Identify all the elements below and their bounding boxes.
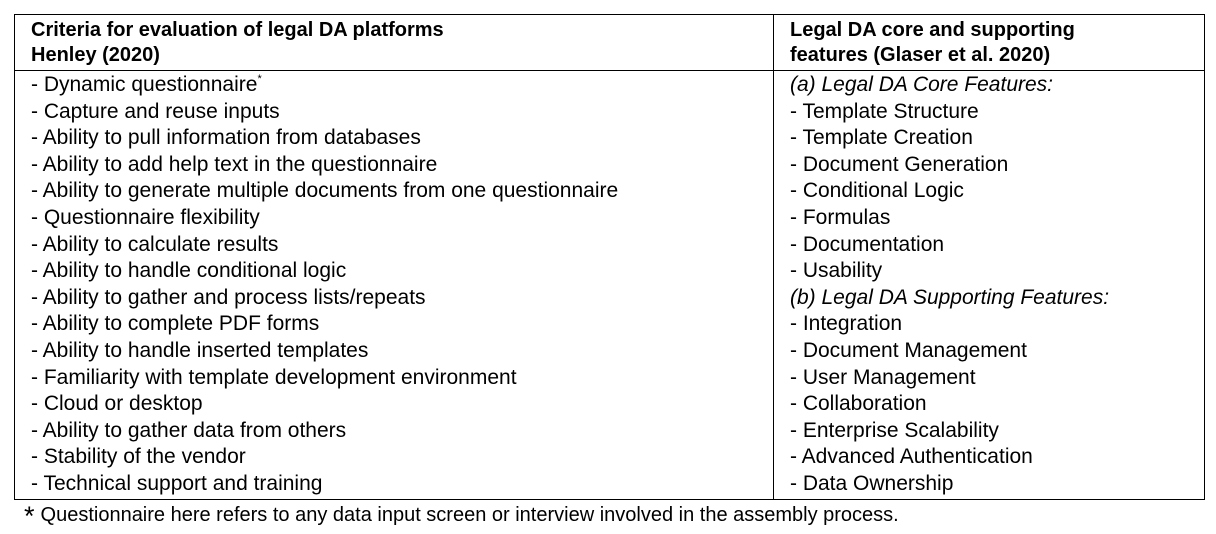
header-henley-criteria: Criteria for evaluation of legal DA plat… — [14, 14, 774, 71]
list-item: - Technical support and training — [31, 471, 323, 495]
header-line: Legal DA core and supporting — [790, 19, 1075, 41]
header-line: Criteria for evaluation of legal DA plat… — [31, 19, 444, 41]
header-line: Henley (2020) — [31, 44, 160, 66]
list-item: - Stability of the vendor — [31, 445, 246, 469]
footnote-reference: * — [257, 73, 262, 85]
list-item: - Ability to calculate results — [31, 232, 279, 256]
header-glaser-features: Legal DA core and supporting features (G… — [773, 14, 1205, 71]
list-item: - Usability — [790, 259, 883, 283]
table-body-row: - Dynamic questionnaire* - Capture and r… — [14, 70, 1205, 500]
header-line: features (Glaser et al. 2020) — [790, 44, 1051, 66]
list-item: - Data Ownership — [790, 471, 954, 495]
list-item: - Document Generation — [790, 152, 1009, 176]
list-item: - Ability to gather data from others — [31, 418, 347, 442]
list-item: - Collaboration — [790, 392, 927, 416]
list-item: - Ability to add help text in the questi… — [31, 152, 438, 176]
table-header-row: Criteria for evaluation of legal DA plat… — [14, 14, 1205, 71]
footnote-mark: * — [24, 501, 35, 531]
list-item: - Ability to handle inserted templates — [31, 338, 369, 362]
list-item: - Advanced Authentication — [790, 445, 1033, 469]
list-item: - Cloud or desktop — [31, 392, 203, 416]
henley-criteria-list: - Dynamic questionnaire* - Capture and r… — [14, 70, 774, 500]
list-item: - Ability to generate multiple documents… — [31, 179, 619, 203]
list-item: - Familiarity with template development … — [31, 365, 517, 389]
list-item: - Conditional Logic — [790, 179, 964, 203]
list-item-text: - Dynamic questionnaire — [31, 73, 258, 96]
glaser-features-list: (a) Legal DA Core Features: - Template S… — [773, 70, 1205, 500]
list-item: - Template Creation — [790, 126, 973, 150]
list-item: - Ability to complete PDF forms — [31, 312, 320, 336]
footnote-text: Questionnaire here refers to any data in… — [40, 504, 899, 526]
list-item: - Capture and reuse inputs — [31, 99, 280, 123]
document: Criteria for evaluation of legal DA plat… — [14, 14, 1205, 500]
list-item: - Document Management — [790, 338, 1027, 362]
list-item: - Dynamic questionnaire* — [31, 72, 773, 99]
list-item: - Template Structure — [790, 99, 979, 123]
footnote: *Questionnaire here refers to any data i… — [24, 501, 899, 531]
list-item: - Ability to pull information from datab… — [31, 126, 421, 150]
list-item: - User Management — [790, 365, 976, 389]
list-item: - Documentation — [790, 232, 945, 256]
list-item: - Questionnaire flexibility — [31, 205, 260, 229]
comparison-table: Criteria for evaluation of legal DA plat… — [14, 14, 1205, 500]
list-item: - Integration — [790, 312, 903, 336]
list-item: - Enterprise Scalability — [790, 418, 999, 442]
section-heading-core: (a) Legal DA Core Features: — [790, 73, 1054, 96]
list-item: - Formulas — [790, 205, 891, 229]
section-heading-supporting: (b) Legal DA Supporting Features: — [790, 285, 1110, 309]
list-item: - Ability to gather and process lists/re… — [31, 285, 426, 309]
list-item: - Ability to handle conditional logic — [31, 259, 347, 283]
